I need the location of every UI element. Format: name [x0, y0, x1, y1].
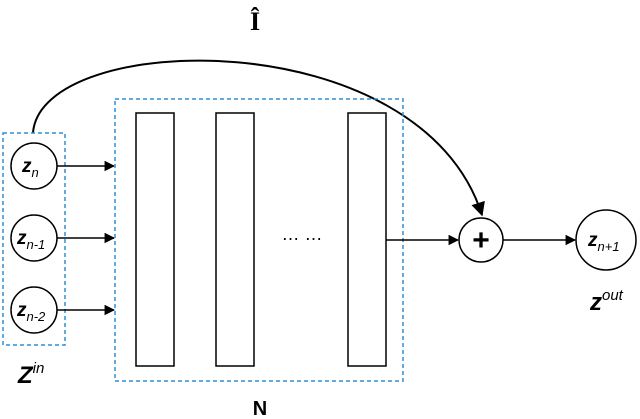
network-layer-n — [347, 112, 387, 367]
input-node-z-n-base: z — [21, 156, 32, 177]
input-node-z-n-2: zn-2 — [10, 286, 58, 334]
network-label: N — [253, 398, 267, 419]
input-node-z-n-sub: n — [32, 165, 39, 180]
layer-ellipsis: … … — [281, 224, 322, 244]
output-node-base: z — [587, 230, 598, 251]
output-label-sup: out — [602, 287, 624, 304]
input-group-label-base: Z — [17, 362, 34, 389]
input-group-label: Zin — [17, 360, 44, 389]
sum-symbol: + — [472, 224, 490, 257]
sum-node: + — [458, 217, 504, 263]
input-node-z-n-2-base: z — [16, 300, 27, 321]
svg-text:zn-2: zn-2 — [16, 300, 46, 324]
output-node-sub: n+1 — [598, 239, 620, 254]
input-node-z-n-1-sub: n-1 — [27, 237, 46, 252]
svg-text:zn+1: zn+1 — [587, 230, 620, 254]
network-layer-1 — [135, 112, 175, 367]
output-label-base: z — [589, 289, 602, 316]
input-node-z-n-1-base: z — [16, 228, 27, 249]
output-node: zn+1 — [575, 209, 637, 271]
input-node-z-n: zn — [10, 142, 58, 190]
svg-text:zn-1: zn-1 — [16, 228, 45, 252]
network-layer-2 — [215, 112, 255, 367]
skip-connection-label: Î — [250, 7, 260, 36]
input-group-box — [2, 132, 66, 346]
output-label: zout — [589, 287, 624, 316]
skip-connection-curve — [32, 59, 485, 217]
input-group-label-sup: in — [33, 360, 45, 377]
input-node-z-n-1: zn-1 — [10, 214, 58, 262]
svg-text:zn: zn — [21, 156, 39, 180]
input-node-z-n-2-sub: n-2 — [27, 309, 47, 324]
